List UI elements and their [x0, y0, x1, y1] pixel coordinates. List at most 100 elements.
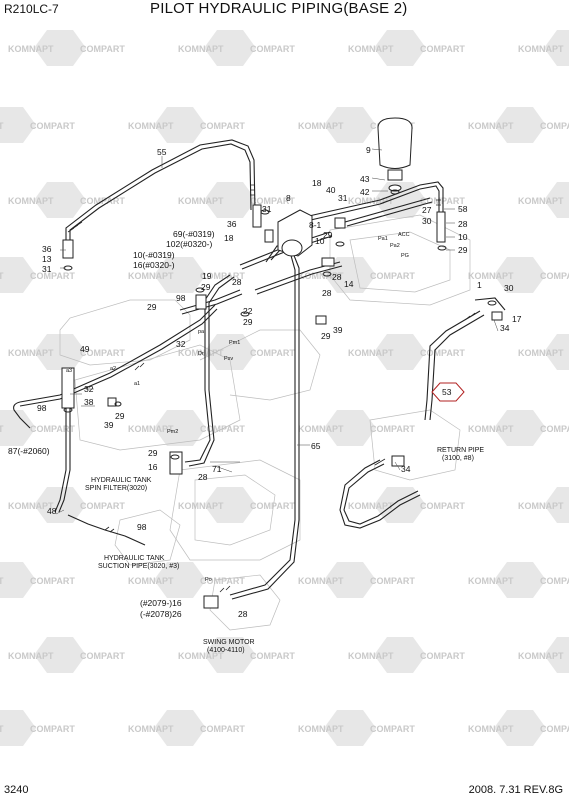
watermark-hexagon [154, 410, 206, 446]
watermark-text: KOMNAPT [0, 121, 4, 131]
callout: 29 [243, 317, 253, 327]
watermark-text: KOMNAPT [128, 424, 174, 434]
watermark-text: KOMNAPT [348, 348, 394, 358]
watermark-hexagon [34, 637, 86, 673]
callout: 29 [321, 331, 331, 341]
machine-outline [59, 214, 471, 631]
port-label: Po [205, 577, 212, 583]
port-label: Dr [198, 351, 204, 357]
watermark-text: COMPART [370, 724, 415, 734]
watermark-text: KOMNAPT [178, 501, 224, 511]
callout: 10 [315, 236, 325, 246]
callout: 9 [366, 145, 371, 155]
watermark-hexagon [324, 562, 376, 598]
callout: 65 [311, 441, 321, 451]
watermark-text: KOMNAPT [348, 651, 394, 661]
watermark-hexagon [374, 334, 426, 370]
callout: 8 [286, 193, 291, 203]
callout: 58 [458, 204, 468, 214]
callout: 29 [147, 302, 157, 312]
watermark-text: KOMNAPT [518, 44, 564, 54]
watermark-text: KOMNAPT [178, 348, 224, 358]
watermark-hexagon [544, 334, 569, 370]
watermark-text: KOMNAPT [298, 724, 344, 734]
callout: 31 [262, 204, 272, 214]
watermark-text: COMPART [540, 424, 569, 434]
watermark-text: COMPART [30, 271, 75, 281]
watermark-text: KOMNAPT [128, 576, 174, 586]
callout: (#2079-)16 [140, 598, 182, 608]
callout: 28 [232, 277, 242, 287]
watermark-hexagon [0, 562, 36, 598]
callout: 53 [442, 387, 452, 397]
callout: 36 [42, 244, 52, 254]
watermark-text: KOMNAPT [8, 651, 54, 661]
callout-hex-53 [431, 382, 465, 402]
watermark-hexagon [494, 410, 546, 446]
watermark-hexagon [204, 182, 256, 218]
port-label: a2 [110, 366, 116, 372]
port-label: a1 [134, 381, 140, 387]
watermark-text: KOMNAPT [348, 501, 394, 511]
watermark-hexagon [494, 710, 546, 746]
watermark-hexagon [374, 30, 426, 66]
callout: 29 [115, 411, 125, 421]
callout: 28 [332, 272, 342, 282]
callout: 28 [198, 472, 208, 482]
callout: 34 [401, 464, 411, 474]
watermark-text: COMPART [420, 501, 465, 511]
callout: 16(#0320-) [133, 260, 175, 270]
watermark-text: KOMNAPT [298, 424, 344, 434]
watermark-hexagon [544, 30, 569, 66]
watermark-text: KOMNAPT [0, 271, 4, 281]
callout: 8-1 [309, 220, 322, 230]
watermark-text: COMPART [200, 121, 245, 131]
callout: 40 [326, 185, 336, 195]
note-spin-filter: HYDRAULIC TANK [91, 477, 152, 484]
callout: 48 [47, 506, 57, 516]
watermark-hexagon [0, 107, 36, 143]
watermark-text: COMPART [200, 271, 245, 281]
hose-crimps [67, 184, 476, 593]
callout: 87(-#2060) [8, 446, 50, 456]
watermark-text: KOMNAPT [518, 196, 564, 206]
watermark-hexagon [0, 710, 36, 746]
watermark-text: COMPART [250, 348, 295, 358]
watermark-text: COMPART [420, 348, 465, 358]
callout: 31 [338, 193, 348, 203]
watermark-text: KOMNAPT [298, 121, 344, 131]
note-swing-motor: SWING MOTOR [203, 639, 255, 646]
note-suction-pipe: HYDRAULIC TANK [104, 555, 165, 562]
callout: 10(-#0319) [133, 250, 175, 260]
watermark-text: KOMNAPT [8, 196, 54, 206]
watermark-hexagon [154, 562, 206, 598]
watermark-text: COMPART [250, 44, 295, 54]
watermark-text: KOMNAPT [298, 271, 344, 281]
watermark-text: COMPART [540, 576, 569, 586]
watermark-text: KOMNAPT [178, 44, 224, 54]
watermark-text: KOMNAPT [8, 348, 54, 358]
callout: 22 [243, 306, 253, 316]
callout: 29 [458, 245, 468, 255]
callout: 19 [202, 271, 212, 281]
callout: 30 [422, 216, 432, 226]
watermark-text: COMPART [80, 651, 125, 661]
watermark-text: KOMNAPT [518, 651, 564, 661]
watermark-hexagon [544, 182, 569, 218]
port-label: Pa2 [390, 243, 400, 249]
page-title: PILOT HYDRAULIC PIPING(BASE 2) [150, 0, 408, 17]
callout: 30 [504, 283, 514, 293]
port-label: Pa1 [378, 236, 388, 242]
watermark-hexagon [154, 710, 206, 746]
callout: 27 [422, 205, 432, 215]
watermark-text: KOMNAPT [0, 576, 4, 586]
callout: 31 [42, 264, 52, 274]
port-label: a3 [66, 368, 72, 374]
watermark-text: KOMNAPT [348, 196, 394, 206]
model-number: R210LC-7 [4, 2, 59, 16]
watermark-text: KOMNAPT [468, 271, 514, 281]
watermark-text: KOMNAPT [178, 651, 224, 661]
callout: 14 [344, 279, 354, 289]
port-label: PG [401, 253, 409, 259]
